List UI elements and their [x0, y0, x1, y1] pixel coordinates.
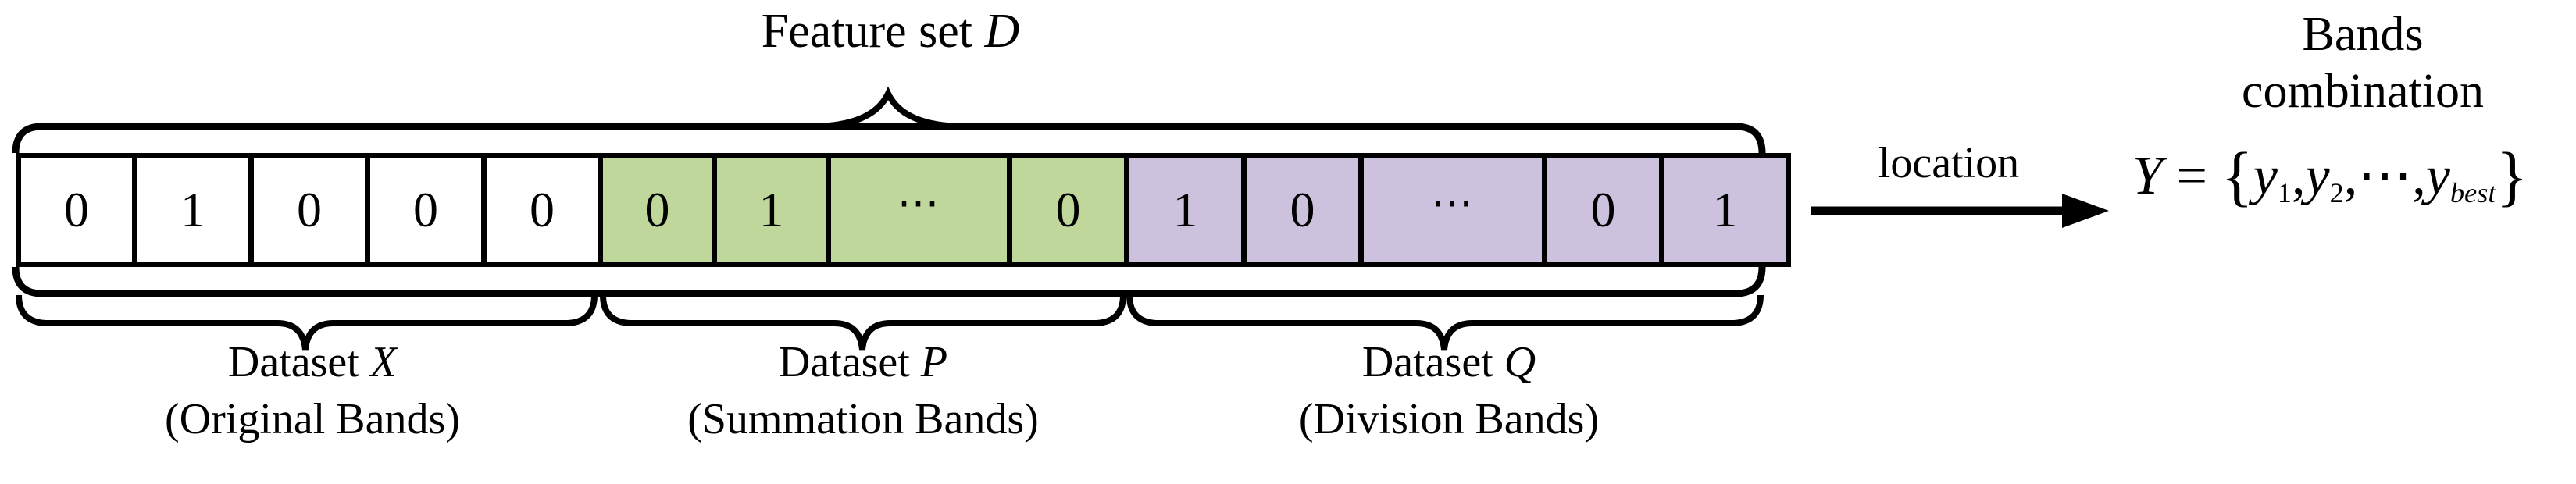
dataset-x-label: Dataset X (Original Bands) — [74, 334, 551, 448]
formula-ellipsis: ⋯ — [2357, 146, 2413, 206]
cell-value: 1 — [1712, 182, 1738, 237]
formula-term-1: y — [2253, 146, 2278, 206]
bands-combination-line2: combination — [2242, 65, 2484, 119]
dataset-x-name-symbol: X — [369, 338, 398, 386]
cell-value: ⋯ — [1431, 179, 1475, 226]
formula-sep-2: , — [2343, 146, 2358, 206]
dataset-p-name-symbol: P — [920, 338, 948, 386]
feature-set-brace-tip — [815, 86, 961, 130]
formula-term-3-sub: best — [2449, 176, 2496, 208]
dataset-x-subtitle: (Original Bands) — [165, 394, 460, 443]
cell-p-3[interactable]: 0 — [1012, 158, 1129, 262]
cell-value: 1 — [1172, 182, 1198, 237]
cell-value: 0 — [1290, 182, 1315, 237]
cell-p-0[interactable]: 0 — [603, 158, 717, 262]
formula-sep-1: , — [2291, 146, 2306, 206]
cell-value: 0 — [644, 182, 670, 237]
dataset-p-name-prefix: Dataset — [778, 338, 921, 386]
feature-set-prefix: Feature set — [761, 5, 985, 58]
location-arrow-head — [2062, 194, 2109, 228]
bands-combination-label: Bands combination — [2179, 6, 2546, 120]
dataset-x-name-prefix: Dataset — [227, 338, 370, 386]
formula-term-2-sub: 2 — [2329, 176, 2344, 208]
cell-q-ellipsis[interactable]: ⋯ — [1364, 158, 1547, 262]
cell-p-ellipsis[interactable]: ⋯ — [831, 158, 1012, 262]
arrow-label-location: location — [1878, 139, 2020, 187]
dataset-q-label: Dataset Q (Division Bands) — [1136, 334, 1761, 448]
cell-value: 1 — [180, 182, 205, 237]
cell-q-0[interactable]: 1 — [1129, 158, 1247, 262]
cell-value: 0 — [64, 182, 89, 237]
cell-x-0[interactable]: 0 — [21, 158, 137, 262]
formula-term-1-sub: 1 — [2277, 176, 2292, 208]
cell-value: 1 — [758, 182, 784, 237]
cell-x-1[interactable]: 1 — [137, 158, 254, 262]
chromosome-row: 0 1 0 0 0 0 1 ⋯ 0 1 0 ⋯ 0 1 — [16, 153, 1791, 267]
cell-value: 0 — [530, 182, 555, 237]
bands-combination-line1: Bands — [2302, 8, 2424, 61]
outer-bracket-bottom — [12, 266, 1766, 297]
cell-q-3[interactable]: 0 — [1547, 158, 1664, 262]
cell-x-4[interactable]: 0 — [487, 158, 603, 262]
outer-bracket-top — [12, 123, 1766, 154]
feature-set-symbol: D — [984, 5, 1020, 58]
cell-x-2[interactable]: 0 — [254, 158, 370, 262]
cell-value: ⋯ — [897, 179, 941, 226]
cell-q-1[interactable]: 0 — [1247, 158, 1364, 262]
cell-q-4[interactable]: 1 — [1664, 158, 1786, 262]
dataset-p-subtitle: (Summation Bands) — [687, 394, 1039, 443]
output-formula: Y = {y1,y2,⋯,ybest} — [2132, 142, 2528, 209]
formula-open-brace: { — [2221, 138, 2253, 213]
formula-sep-3: , — [2412, 146, 2426, 206]
cell-p-1[interactable]: 1 — [717, 158, 831, 262]
formula-equals: = — [2176, 146, 2207, 206]
feature-set-label: Feature set D — [648, 5, 1133, 58]
cell-value: 0 — [413, 182, 438, 237]
formula-term-2: y — [2305, 146, 2330, 206]
formula-close-brace: } — [2496, 138, 2528, 213]
dataset-q-name-symbol: Q — [1504, 338, 1536, 386]
formula-lhs: Y — [2132, 146, 2163, 206]
dataset-q-name-prefix: Dataset — [1361, 338, 1504, 386]
cell-value: 0 — [1055, 182, 1081, 237]
dataset-q-subtitle: (Division Bands) — [1298, 394, 1600, 443]
cell-value: 0 — [1590, 182, 1616, 237]
cell-x-3[interactable]: 0 — [370, 158, 487, 262]
dataset-p-label: Dataset P (Summation Bands) — [598, 334, 1129, 448]
cell-value: 0 — [297, 182, 322, 237]
formula-term-3: y — [2425, 146, 2450, 206]
